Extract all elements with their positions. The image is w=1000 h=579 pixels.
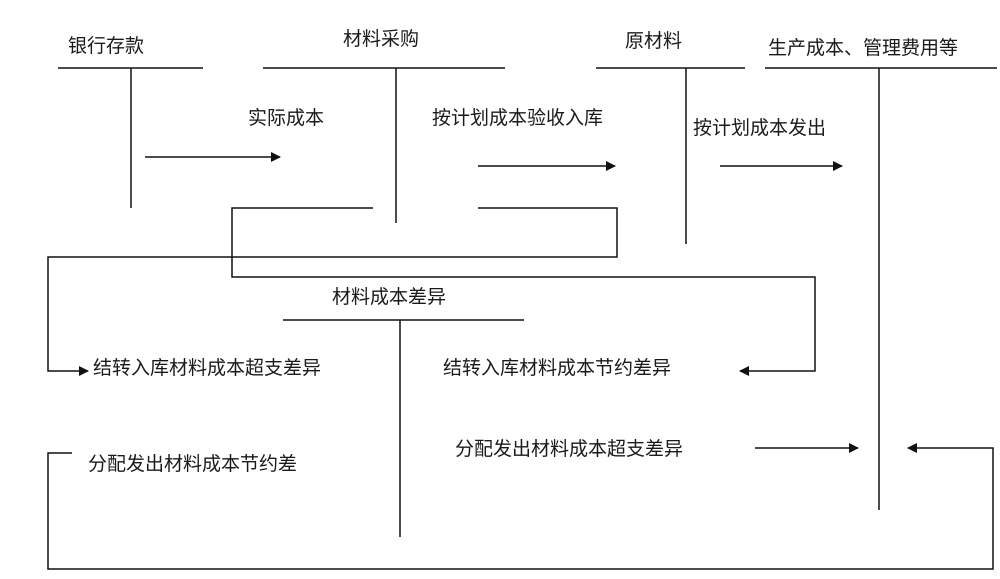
account-title-bank-deposit: 银行存款 bbox=[68, 35, 145, 57]
arrow-transfer-overrun bbox=[47, 207, 618, 376]
t-account-production-cost bbox=[765, 67, 997, 510]
account-title-material-cost-variance: 材料成本差异 bbox=[332, 286, 447, 308]
label-allocate-overrun-variance: 分配发出材料成本超支差异 bbox=[455, 438, 684, 460]
label-transfer-saving-variance: 结转入库材料成本节约差异 bbox=[443, 357, 672, 379]
t-account-material-purchase bbox=[263, 67, 505, 223]
arrow-allocate-saving bbox=[47, 443, 994, 570]
label-transfer-overrun-variance: 结转入库材料成本超支差异 bbox=[93, 357, 322, 379]
arrow-transfer-saving bbox=[231, 207, 816, 376]
label-actual-cost: 实际成本 bbox=[248, 107, 325, 129]
label-allocate-saving-variance: 分配发出材料成本节约差 bbox=[88, 453, 298, 475]
t-account-raw-material bbox=[596, 67, 745, 244]
t-account-material-cost-variance bbox=[283, 319, 524, 537]
label-inbound-planned-cost: 按计划成本验收入库 bbox=[432, 107, 604, 129]
t-account-bank-deposit bbox=[58, 67, 203, 208]
account-title-production-cost: 生产成本、管理费用等 bbox=[768, 37, 959, 59]
account-title-material-purchase: 材料采购 bbox=[343, 28, 420, 50]
label-issue-planned-cost: 按计划成本发出 bbox=[693, 117, 827, 139]
account-title-raw-material: 原材料 bbox=[625, 30, 683, 52]
